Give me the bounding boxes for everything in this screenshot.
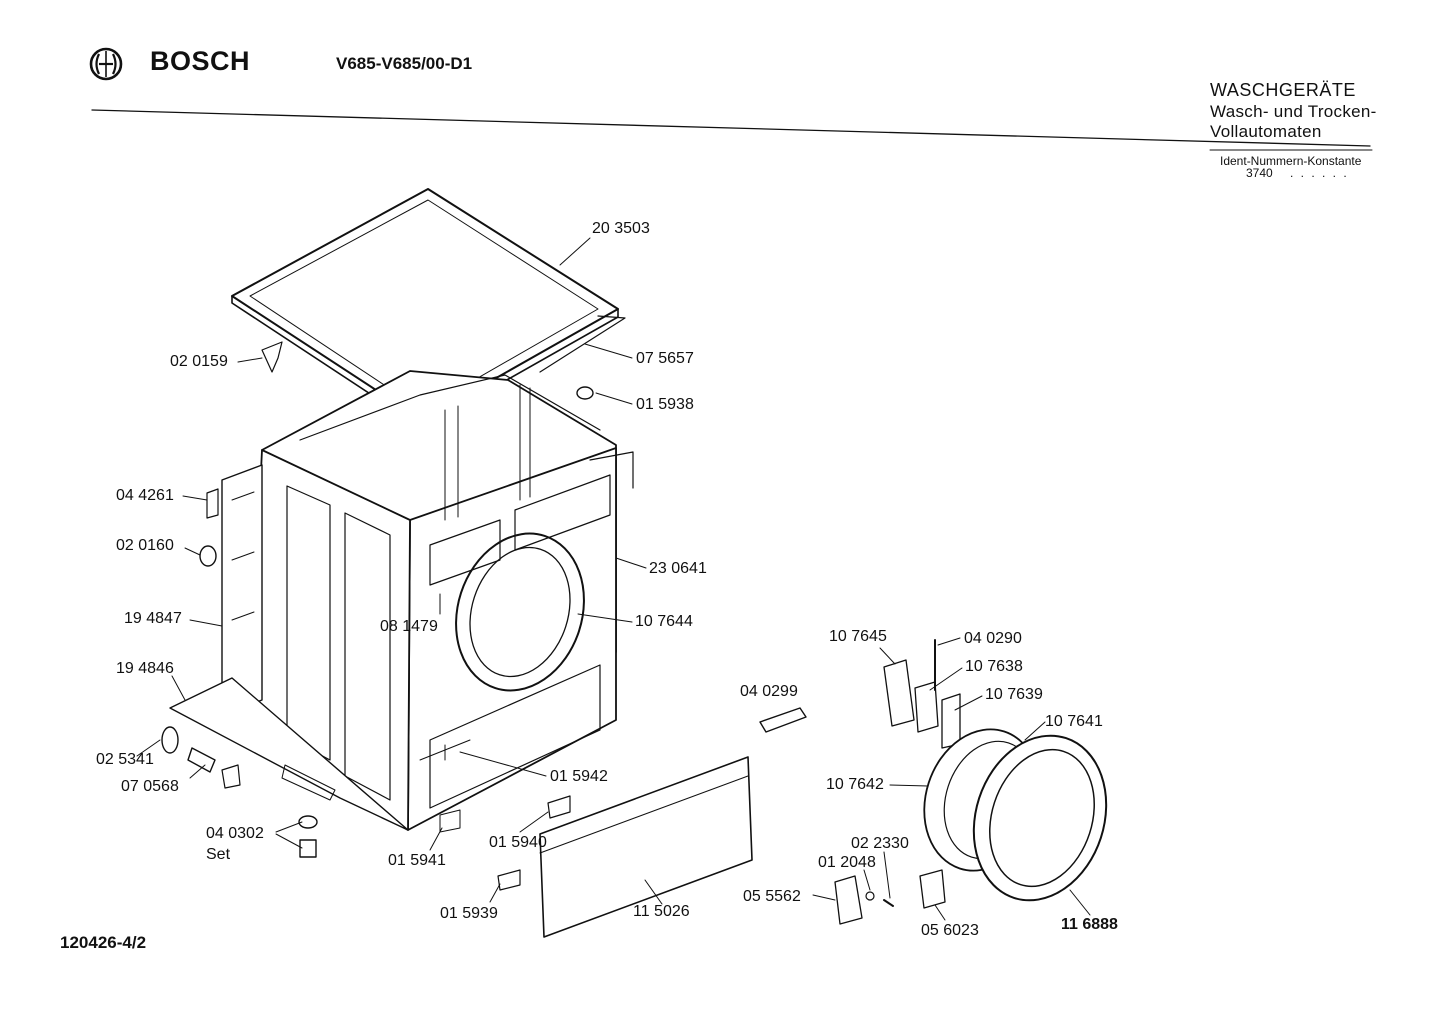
category-line-2: Wasch- und Trocken- [1210, 102, 1377, 121]
foot-040302 [299, 839, 317, 858]
part-label: 02 0159 [170, 353, 228, 370]
hinge-107645 [883, 659, 915, 727]
part-label: 01 5942 [550, 768, 608, 785]
bracket-020159 [261, 341, 283, 373]
part-label: 10 7639 [985, 686, 1043, 703]
part-label: 01 2048 [818, 854, 876, 871]
category-line-1: WASCHGERÄTE [1210, 80, 1356, 100]
catch-056023 [919, 869, 946, 909]
brand-name: BOSCH [150, 46, 251, 76]
part-label: 04 0290 [964, 630, 1022, 647]
part-label: 10 7645 [829, 628, 887, 645]
hinge-107639 [941, 693, 961, 749]
valve-025341 [161, 726, 179, 754]
part-label: 01 5940 [489, 834, 547, 851]
lock-055562 [834, 875, 863, 925]
base-plate [169, 677, 409, 831]
plate-040299 [759, 707, 807, 733]
ident-label: Ident-Nummern-Konstante [1220, 154, 1362, 168]
rear-panel [221, 464, 263, 716]
part-label: 04 4261 [116, 487, 174, 504]
part-label: 10 7641 [1045, 713, 1103, 730]
part-label: 02 0160 [116, 537, 174, 554]
clip-015939 [497, 869, 521, 891]
part-label: 11 5026 [633, 903, 690, 920]
part-label: Set [206, 846, 231, 863]
foot-015938 [576, 386, 594, 400]
part-label: 07 0568 [121, 778, 179, 795]
model-number: V685-V685/00-D1 [336, 54, 473, 73]
part-label: 08 1479 [380, 618, 438, 635]
part-label: 04 0299 [740, 683, 798, 700]
hinge-107638 [914, 681, 939, 733]
grommet-020160 [199, 545, 217, 567]
part-label: 23 0641 [649, 560, 707, 577]
ident-value: 3740 [1246, 166, 1273, 180]
drawing-code: 120426-4/2 [60, 933, 147, 952]
ident-dots: . . . . . . [1290, 166, 1349, 180]
hinge-044261 [206, 488, 219, 519]
part-label: 02 5341 [96, 751, 154, 768]
part-label: 01 5941 [388, 852, 446, 869]
part-label: 05 5562 [743, 888, 801, 905]
bracket-070568-b [221, 764, 241, 789]
leader-lines [136, 237, 1091, 921]
strip-075657 [539, 315, 626, 373]
part-label: 01 5939 [440, 905, 498, 922]
part-label: 05 6023 [921, 922, 979, 939]
clip-015940 [547, 795, 571, 819]
bosch-armature-icon [89, 47, 123, 81]
part-label: 07 5657 [636, 350, 694, 367]
part-label: 10 7638 [965, 658, 1023, 675]
part-label: 10 7644 [635, 613, 693, 630]
category-line-3: Vollautomaten [1210, 122, 1322, 141]
part-label: 19 4846 [116, 660, 174, 677]
kick-plate [539, 756, 753, 938]
screw-022330 [883, 899, 894, 907]
washer-012048 [865, 891, 875, 901]
top-cover [231, 188, 619, 429]
header-rule [91, 109, 1371, 147]
part-label: 04 0302 [206, 825, 264, 842]
cabinet-body [247, 370, 634, 833]
filter-070568 [187, 747, 216, 773]
part-label: 20 3503 [592, 220, 650, 237]
part-label: 19 4847 [124, 610, 182, 627]
part-label: 10 7642 [826, 776, 884, 793]
part-label: 02 2330 [851, 835, 909, 852]
nut-040302 [298, 815, 318, 829]
part-label: 11 6888 [1061, 916, 1118, 933]
part-label: 01 5938 [636, 396, 694, 413]
